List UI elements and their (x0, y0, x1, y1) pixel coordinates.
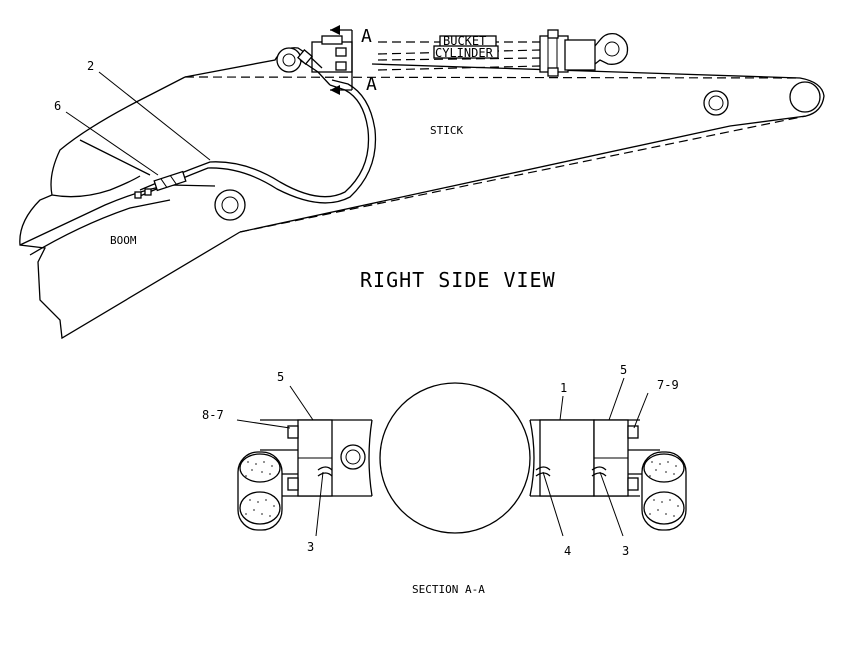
callout-2-leader (98, 71, 211, 161)
section-marker-bottom: A (366, 74, 377, 95)
cylinder-label: CYLINDER (435, 46, 494, 60)
callout-3-left: 3 (307, 540, 314, 554)
section-marker-top: A (361, 26, 372, 47)
stick-section-circle (379, 382, 531, 534)
callout-5-left: 5 (277, 370, 284, 384)
callout-5-right: 5 (620, 363, 627, 377)
callout-7-9: 7-9 (657, 378, 679, 392)
boom-label: BOOM (110, 234, 137, 247)
section-a-a-view: 5 8-7 3 1 5 7-9 4 3 SECTION A-A (202, 363, 687, 596)
hose-assembly (134, 79, 377, 204)
callout-1: 1 (560, 381, 567, 395)
stick-label: STICK (430, 124, 463, 137)
boom-body (19, 47, 302, 340)
bucket-cylinder-connector (297, 30, 353, 90)
right-side-view-title: RIGHT SIDE VIEW (360, 268, 556, 292)
callout-6-leader (65, 111, 159, 176)
callout-2: 2 (87, 59, 94, 73)
callout-3-right: 3 (622, 544, 629, 558)
right-center-block (539, 419, 595, 497)
callout-6: 6 (54, 99, 61, 113)
callout-4: 4 (564, 544, 571, 558)
section-a-a-title: SECTION A-A (412, 583, 485, 596)
stick-body (184, 47, 825, 233)
section-marker-a: A A (330, 25, 377, 95)
bucket-label: BUCKET (443, 34, 486, 48)
callout-8-7: 8-7 (202, 408, 224, 422)
right-side-view: A A BUCKET CYLINDER STICK BOOM 2 6 (19, 25, 825, 340)
bucket-cylinder (377, 29, 629, 77)
